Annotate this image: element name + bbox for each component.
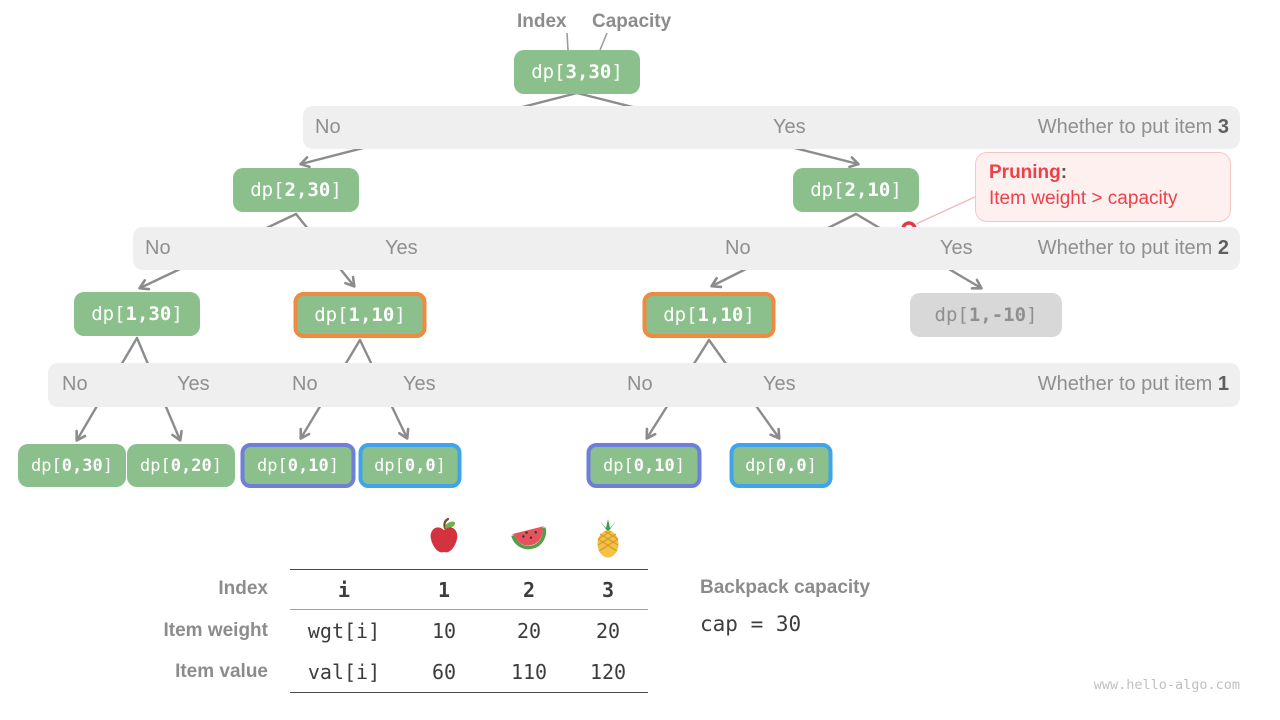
band2-question: Whether to put item 2: [1037, 237, 1229, 259]
table-weight-row: wgt[i] 10 20 20: [307, 618, 621, 643]
dp-node-1-10-a: dp[1,10]: [293, 292, 427, 338]
band2-no2-label: No: [725, 237, 751, 259]
dp-node-0-30: dp[0,30]: [18, 444, 126, 487]
pineapple-icon: [597, 519, 619, 558]
dp-node-0-10-b: dp[0,10]: [586, 443, 702, 488]
band1-no3-label: No: [627, 373, 653, 395]
table-header-row: i 1 2 3: [290, 569, 648, 610]
dp-node-1-neg10-pruned: dp[1,-10]: [910, 293, 1062, 337]
band1-no1-label: No: [62, 373, 88, 395]
dp-node-0-20: dp[0,20]: [127, 444, 235, 487]
band2-yes2-label: Yes: [940, 237, 973, 259]
capacity-pointer-label: Capacity: [592, 11, 672, 32]
dp-node-1-10-b: dp[1,10]: [642, 292, 776, 338]
row-label-index: Index: [218, 578, 268, 599]
band3-no-label: No: [315, 116, 341, 138]
dp-node-2-30: dp[2,30]: [233, 168, 359, 212]
item-icons-row: [290, 518, 648, 560]
band-item-1: No Yes No Yes No Yes Whether to put item…: [48, 363, 1240, 407]
band1-yes3-label: Yes: [763, 373, 796, 395]
dp-node-1-30: dp[1,30]: [74, 292, 200, 336]
pruning-title: Pruning:: [989, 162, 1068, 183]
band2-no1-label: No: [145, 237, 171, 259]
band2-yes1-label: Yes: [385, 237, 418, 259]
backpack-capacity-value: cap = 30: [700, 612, 802, 636]
band1-yes1-label: Yes: [177, 373, 210, 395]
row-label-value: Item value: [175, 661, 268, 682]
band3-question: Whether to put item 3: [1037, 116, 1229, 138]
index-pointer-label: Index: [517, 11, 567, 32]
pointer-lines: [566, 32, 608, 51]
dp-node-0-0-b: dp[0,0]: [729, 443, 833, 488]
item-table: i 1 2 3 wgt[i] 10 20 20 val[i] 60 110 12…: [290, 569, 648, 693]
band-item-2: No Yes No Yes Whether to put item 2: [133, 227, 1240, 270]
table-value-row: val[i] 60 110 120: [290, 651, 648, 693]
backpack-capacity-label: Backpack capacity: [700, 577, 871, 598]
row-label-weight: Item weight: [163, 620, 268, 641]
pruning-connector-line: [915, 195, 978, 225]
band1-yes2-label: Yes: [403, 373, 436, 395]
dp-node-0-10-a: dp[0,10]: [240, 443, 356, 488]
band-item-3: No Yes Whether to put item 3: [303, 106, 1240, 149]
dp-node-3-30: dp[3,30]: [514, 50, 640, 94]
pruning-detail: Item weight > capacity: [989, 188, 1178, 209]
dp-node-2-10: dp[2,10]: [793, 168, 919, 212]
band1-question: Whether to put item 1: [1037, 373, 1229, 395]
band1-no2-label: No: [292, 373, 318, 395]
dp-node-0-0-a: dp[0,0]: [358, 443, 462, 488]
pruning-callout: Pruning: Item weight > capacity: [975, 152, 1231, 222]
band3-yes-label: Yes: [773, 116, 806, 138]
watermelon-icon: [511, 526, 547, 550]
apple-icon: [430, 518, 458, 553]
watermark: www.hello-algo.com: [1093, 677, 1240, 693]
